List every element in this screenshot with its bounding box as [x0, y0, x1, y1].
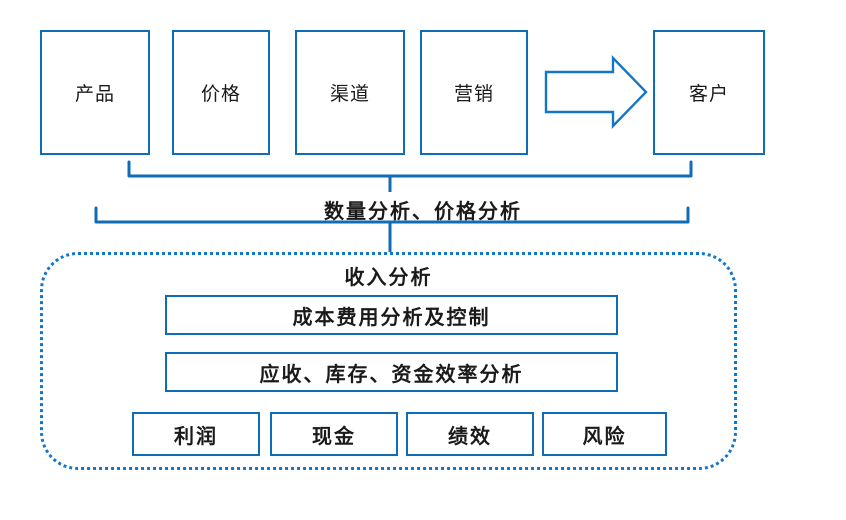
right-block-arrow-icon [544, 55, 648, 129]
middle-caption: 数量分析、价格分析 [324, 199, 522, 223]
top-box-channel[interactable]: 渠道 [295, 30, 405, 155]
revenue-analysis-heading: 收入分析 [344, 265, 433, 289]
wide-box-receivable-inventory-capital[interactable]: 应收、库存、资金效率分析 [165, 352, 618, 392]
metric-box-profit[interactable]: 利润 [132, 412, 260, 456]
wide-box-cost-control[interactable]: 成本费用分析及控制 [165, 295, 618, 335]
upper-bracket [127, 160, 693, 178]
top-box-customer[interactable]: 客户 [653, 30, 765, 155]
revenue-analysis-container [40, 252, 737, 470]
metric-box-cash[interactable]: 现金 [270, 412, 398, 456]
top-box-marketing[interactable]: 营销 [420, 30, 528, 155]
metric-box-risk[interactable]: 风险 [542, 412, 667, 456]
metric-box-performance[interactable]: 绩效 [406, 412, 534, 456]
top-box-price[interactable]: 价格 [172, 30, 270, 155]
top-box-product[interactable]: 产品 [40, 30, 150, 155]
